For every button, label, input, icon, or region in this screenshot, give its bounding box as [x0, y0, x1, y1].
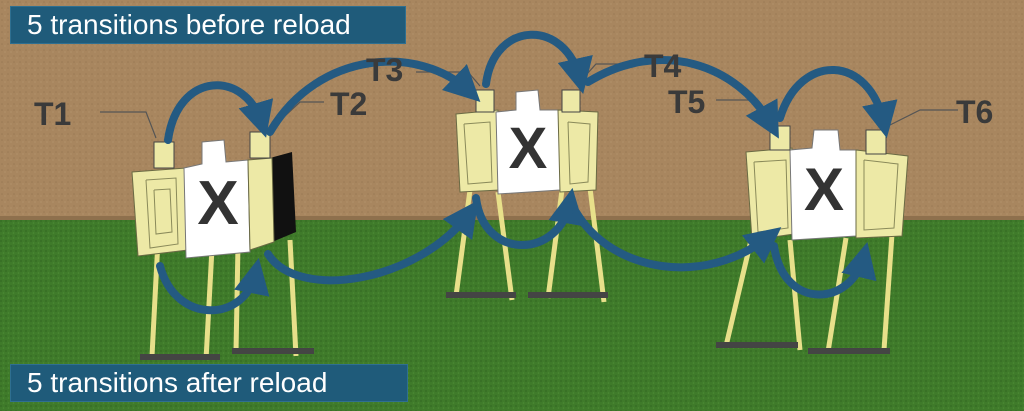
- target-label-t2: T2: [330, 86, 368, 122]
- arrows-before-reload: [164, 30, 898, 144]
- wall-base-line: [0, 216, 1024, 221]
- arrows-after-reload: [156, 187, 877, 315]
- target-mark-2: X: [509, 116, 548, 181]
- target-label-t4: T4: [644, 48, 682, 84]
- target-label-t5: T5: [668, 84, 706, 120]
- target-label-t6: T6: [956, 94, 994, 130]
- target-label-t3: T3: [366, 52, 404, 88]
- before-reload-banner: 5 transitions before reload: [10, 6, 406, 44]
- target-mark-3: X: [804, 156, 844, 223]
- target-stand-3: X: [716, 125, 909, 354]
- target-mark-1: X: [197, 169, 238, 238]
- target-label-t1: T1: [34, 96, 72, 132]
- after-reload-banner: 5 transitions after reload: [10, 364, 408, 402]
- target-stand-2: X: [446, 89, 608, 303]
- target-stand-1: X: [131, 131, 314, 361]
